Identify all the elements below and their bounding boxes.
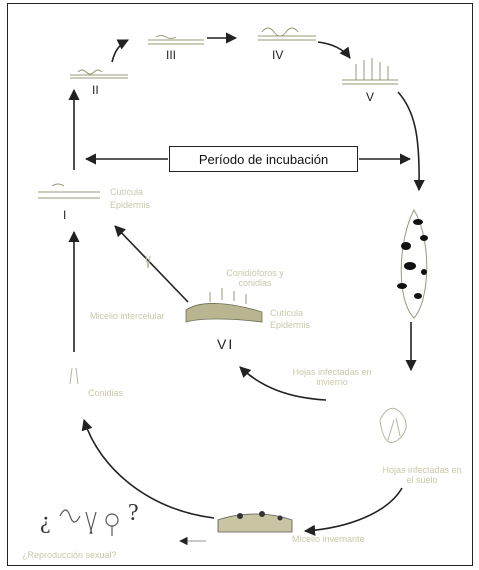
label-epidermis: Epidermis [110,200,151,210]
stage-iv-tissue [258,27,316,41]
stage-label-iv: IV [272,48,284,62]
arrow-ii-to-iii [111,39,130,63]
stage-label-ii: II [92,83,99,97]
incubation-period-label: Período de incubación [198,151,329,167]
stage-label-iii: III [166,48,177,62]
arrow-mycelium-to-conidia [81,418,215,519]
arrow-v-to-lesion [397,91,425,192]
stage-iii-tissue [148,35,204,45]
label-sexual-reproduction: ¿Reproducción sexual? [22,550,117,560]
arrow-iv-to-v [317,41,351,59]
question-mark-left: ¿ [40,508,51,534]
label-mycelium-winter: Micelio invernante [292,534,365,544]
stage-ii-tissue [70,69,128,79]
label-epidermis-vi: Epidermis [270,320,311,330]
stage-label-v: V [366,90,375,104]
stage-v-tissue [342,58,398,85]
arrow-vi-to-i [114,225,189,303]
stage-vi-tissue [185,288,263,323]
label-cuticle-vi: Cutícula [270,308,304,318]
arrow-fallen-to-mycelium [303,487,403,536]
label-conidiophores: Conidióforos y conidias [226,268,284,288]
label-fallen-leaves: Hojas infectadas en el suelo [382,465,462,485]
label-infected-leaves: Hojas infectadas en invierno [292,367,372,387]
incubation-period-box: Período de incubación [169,146,358,172]
mycelium-sketch [217,511,293,533]
conidia-sketch [69,367,79,385]
fallen-leaves-sketch [379,407,407,443]
label-conidia: Conidias [88,388,124,398]
leaf-lesions [397,219,428,299]
label-cuticle: Cutícula [110,187,144,197]
stage-label-i: I [63,208,67,222]
question-mark-right: ? [128,500,139,526]
stage-label-vi: VI [217,336,235,352]
diagram-frame [7,3,473,566]
label-mycelium: Micelio intercelular [90,311,165,321]
small-conidia-sketch [145,255,151,269]
arrow-infected-to-vi [239,366,327,401]
stage-i-tissue [38,183,100,199]
